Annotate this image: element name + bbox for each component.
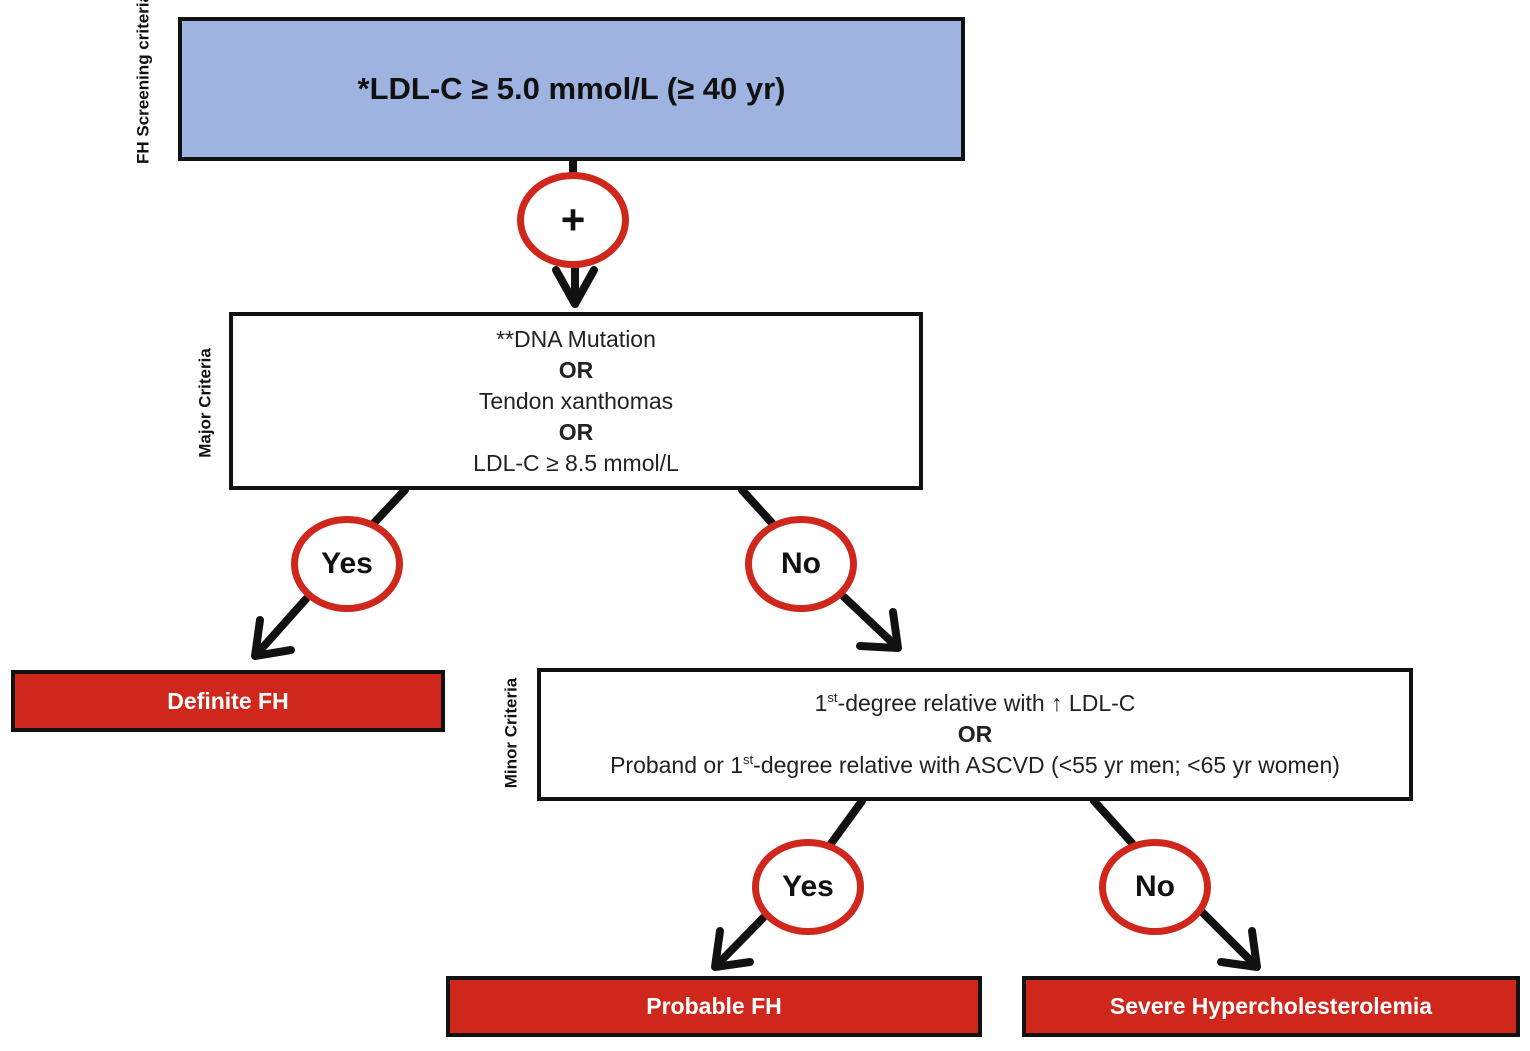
- screening-side-label: FH Screening criteria: [133, 0, 153, 164]
- minor-no-circle: No: [1099, 839, 1211, 935]
- arrowhead-probable: [711, 927, 754, 971]
- minor-yes-circle: Yes: [752, 839, 864, 935]
- severe-hypercholesterolemia-box: Severe Hypercholesterolemia: [1022, 976, 1520, 1037]
- connector-yes-definite: [252, 595, 310, 659]
- probable-fh-label: Probable FH: [646, 993, 782, 1019]
- minor-line-relative: 1st-degree relative with ↑ LDL-C: [815, 688, 1136, 719]
- major-no-label: No: [781, 547, 821, 580]
- plus-icon: +: [560, 196, 586, 243]
- major-line-tendon: Tendon xanthomas: [478, 387, 674, 414]
- connector-no-severe: [1196, 906, 1260, 970]
- major-no-circle: No: [745, 516, 857, 612]
- major-line-ldl: LDL-C ≥ 8.5 mmol/L: [473, 449, 679, 476]
- major-side-label: Major Criteria: [195, 348, 215, 458]
- major-line-dna: **DNA Mutation: [496, 325, 656, 352]
- minor-line1-pre: 1: [814, 690, 828, 716]
- connector-minor-yes: [826, 797, 866, 849]
- definite-fh-box: Definite FH: [11, 670, 445, 732]
- minor-no-label: No: [1135, 870, 1175, 903]
- screening-criteria-text: *LDL-C ≥ 5.0 mmol/L (≥ 40 yr): [357, 71, 786, 106]
- plus-circle: +: [517, 172, 629, 268]
- major-or-2: OR: [558, 418, 594, 445]
- minor-line-proband: Proband or 1st-degree relative with ASCV…: [610, 750, 1340, 781]
- major-or-1: OR: [558, 356, 594, 383]
- minor-or-1: OR: [957, 721, 993, 747]
- connector-no-minor: [840, 593, 901, 651]
- minor-criteria-box: 1st-degree relative with ↑ LDL-C OR Prob…: [537, 668, 1413, 801]
- definite-fh-label: Definite FH: [167, 687, 289, 714]
- minor-line1-post: -degree relative with ↑ LDL-C: [837, 690, 1136, 716]
- major-yes-label: Yes: [321, 547, 373, 580]
- connector-yes-probable: [712, 914, 767, 970]
- minor-side-label: Minor Criteria: [501, 677, 521, 789]
- connector-minor-no: [1090, 797, 1136, 847]
- major-criteria-box: **DNA Mutation OR Tendon xanthomas OR LD…: [229, 312, 923, 490]
- minor-yes-label: Yes: [782, 870, 834, 903]
- probable-fh-box: Probable FH: [446, 976, 982, 1037]
- major-yes-circle: Yes: [291, 516, 403, 612]
- arrowhead-major: [552, 266, 598, 308]
- severe-hypercholesterolemia-label: Severe Hypercholesterolemia: [1109, 993, 1433, 1019]
- minor-line1-sup: st: [827, 690, 838, 705]
- connector-major-yes: [369, 486, 409, 528]
- connector-major-no: [738, 486, 776, 527]
- minor-line2-sup: st: [743, 752, 754, 767]
- arrowhead-minor: [856, 608, 902, 652]
- screening-criteria-box: *LDL-C ≥ 5.0 mmol/L (≥ 40 yr): [178, 17, 965, 161]
- arrowhead-definite: [251, 616, 295, 660]
- minor-line2-post: -degree relative with ASCVD (<55 yr men;…: [753, 752, 1340, 778]
- minor-line2-pre: Proband or 1: [610, 752, 744, 778]
- arrowhead-severe: [1217, 927, 1261, 971]
